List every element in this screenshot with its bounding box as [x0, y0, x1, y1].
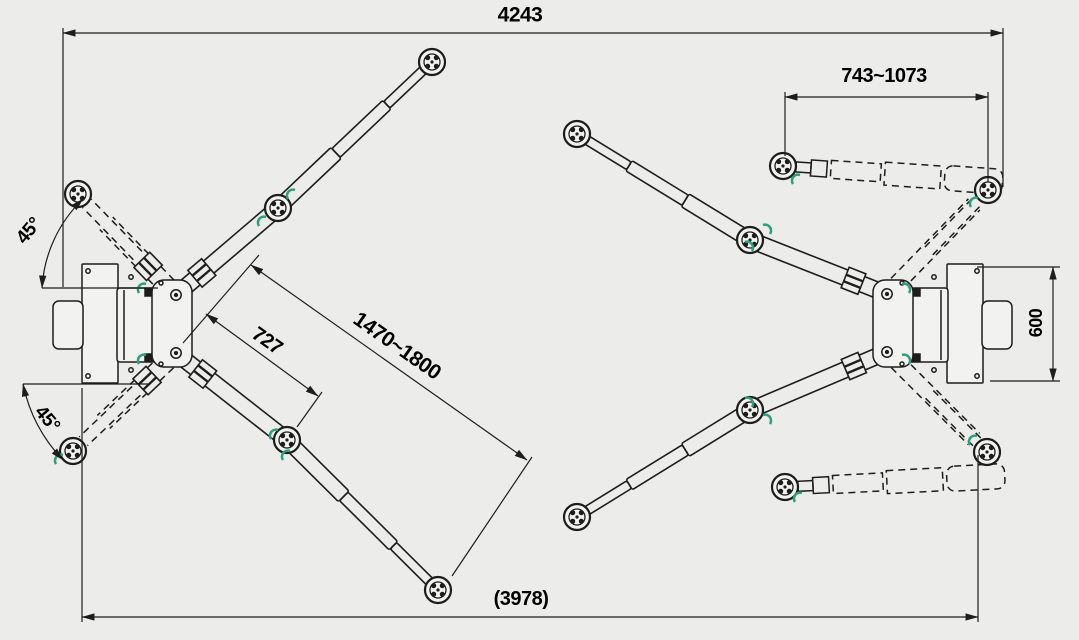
- dim-front-arm-range-label: 743~1073: [841, 65, 927, 87]
- dim-inner-width-label: (3978): [493, 588, 549, 610]
- arm-right-front-retracted-bottom: [796, 462, 1007, 501]
- dim-rear-arm-range: [250, 264, 533, 577]
- dimension-lines: [21, 28, 1060, 622]
- extended-arms: [176, 61, 884, 590]
- arm-right-front-retracted-top: [794, 154, 1005, 196]
- arm-right-upper: [753, 234, 883, 300]
- arm-left-lower: [176, 351, 287, 442]
- right-column: [872, 263, 1013, 384]
- dim-swing-angle-upper: [39, 198, 158, 289]
- dim-carriage-depth: [977, 266, 1060, 382]
- lift-pads: [58, 47, 1003, 605]
- arm-right-lower: [752, 347, 884, 416]
- left-column: [52, 263, 193, 384]
- dim-overall-width-label: 4243: [497, 3, 543, 27]
- dim-carriage-depth-label: 600: [1026, 308, 1046, 338]
- dim-inner-width: [81, 388, 979, 622]
- dashed-swing-arms: [78, 195, 984, 449]
- dim-front-arm-range: [784, 92, 989, 182]
- dim-swing-angle-lower: [21, 383, 150, 461]
- arm-left-upper: [176, 203, 281, 297]
